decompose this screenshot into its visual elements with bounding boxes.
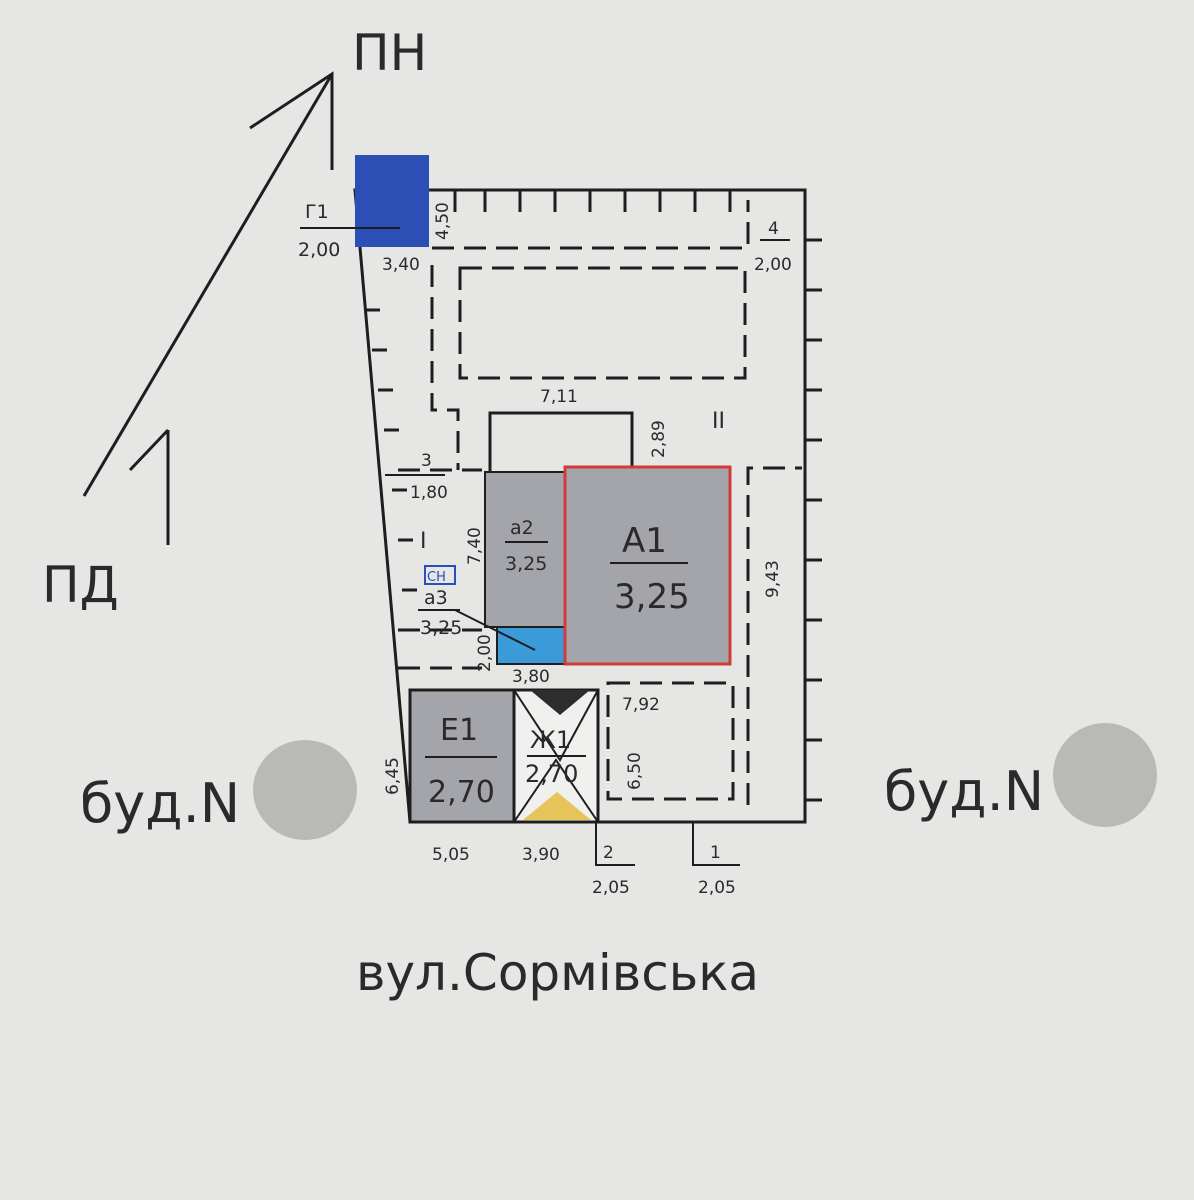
e1-height: 2,70	[428, 775, 495, 810]
dim-g1-depth: 4,50	[433, 202, 453, 240]
ch-mark-label: СН	[427, 570, 446, 585]
building-a1	[563, 465, 732, 666]
compass-north-label: ПН	[352, 24, 427, 82]
dim-a3-small: 2,00	[475, 634, 495, 672]
fence-ticks	[365, 190, 822, 802]
a2-code: а2	[510, 517, 534, 539]
dim-left-num: 3	[421, 451, 432, 471]
dim-gate2-num: 2	[603, 843, 614, 863]
dim-yard-depth: 6,50	[625, 752, 645, 790]
dashed-zones	[398, 200, 802, 805]
triangle-top-icon	[530, 690, 590, 715]
dim-porch-depth: 2,89	[649, 420, 669, 458]
blurred-number-right	[1053, 723, 1157, 827]
g1-height: 2,00	[298, 239, 340, 261]
a2-height: 3,25	[505, 553, 547, 575]
dim-gate2-len: 2,05	[592, 878, 630, 898]
dim-gate1-num: 1	[710, 843, 721, 863]
blurred-number-left	[253, 740, 357, 840]
north-arrow-icon	[82, 71, 334, 545]
plot-boundary	[353, 188, 807, 824]
dim-yard-len: 7,92	[622, 695, 660, 715]
triangle-yellow-icon	[523, 792, 591, 820]
yard-i-label: I	[420, 529, 427, 554]
room-a3	[496, 626, 568, 665]
yard-ii-label: II	[712, 409, 725, 434]
neighbor-left-label: буд.N	[80, 772, 240, 835]
dim-a3-width: 3,80	[512, 667, 550, 687]
dim-a2-depth: 7,40	[465, 527, 485, 565]
zh1-height: 2,70	[525, 760, 578, 788]
dim-e1-width: 5,05	[432, 845, 470, 865]
dim-left-len: 1,80	[410, 483, 448, 503]
a3-code: а3	[424, 587, 448, 609]
a1-code: А1	[622, 521, 667, 561]
street-name: вул.Сормівська	[356, 944, 759, 1002]
g1-code: Г1	[305, 201, 329, 223]
dim-gate1-len: 2,05	[698, 878, 736, 898]
dim-porch-len: 7,11	[540, 387, 578, 407]
dim-g1-width: 3,40	[382, 255, 420, 275]
dim-top-right-len: 2,00	[754, 255, 792, 275]
ch-marker-icon	[424, 565, 456, 585]
dim-zh1-width: 3,90	[522, 845, 560, 865]
e1-code: Е1	[440, 713, 478, 748]
dim-top-right-num: 4	[768, 219, 779, 239]
zh1-code: Ж1	[530, 726, 571, 754]
dim-e1-depth: 6,45	[383, 757, 403, 795]
building-g1	[355, 155, 429, 247]
room-a2	[484, 471, 568, 628]
dimension-labels: 3,40 4,50 4 2,00 7,11 2,89 3 1,80 7,40 2…	[382, 202, 792, 898]
porch-outline	[488, 411, 634, 475]
dim-right-side: 9,43	[763, 560, 783, 598]
a1-height: 3,25	[614, 577, 690, 617]
compass-south-label: ПД	[42, 556, 119, 614]
neighbor-right-label: буд.N	[884, 760, 1044, 823]
a3-height: 3,25	[420, 617, 462, 639]
